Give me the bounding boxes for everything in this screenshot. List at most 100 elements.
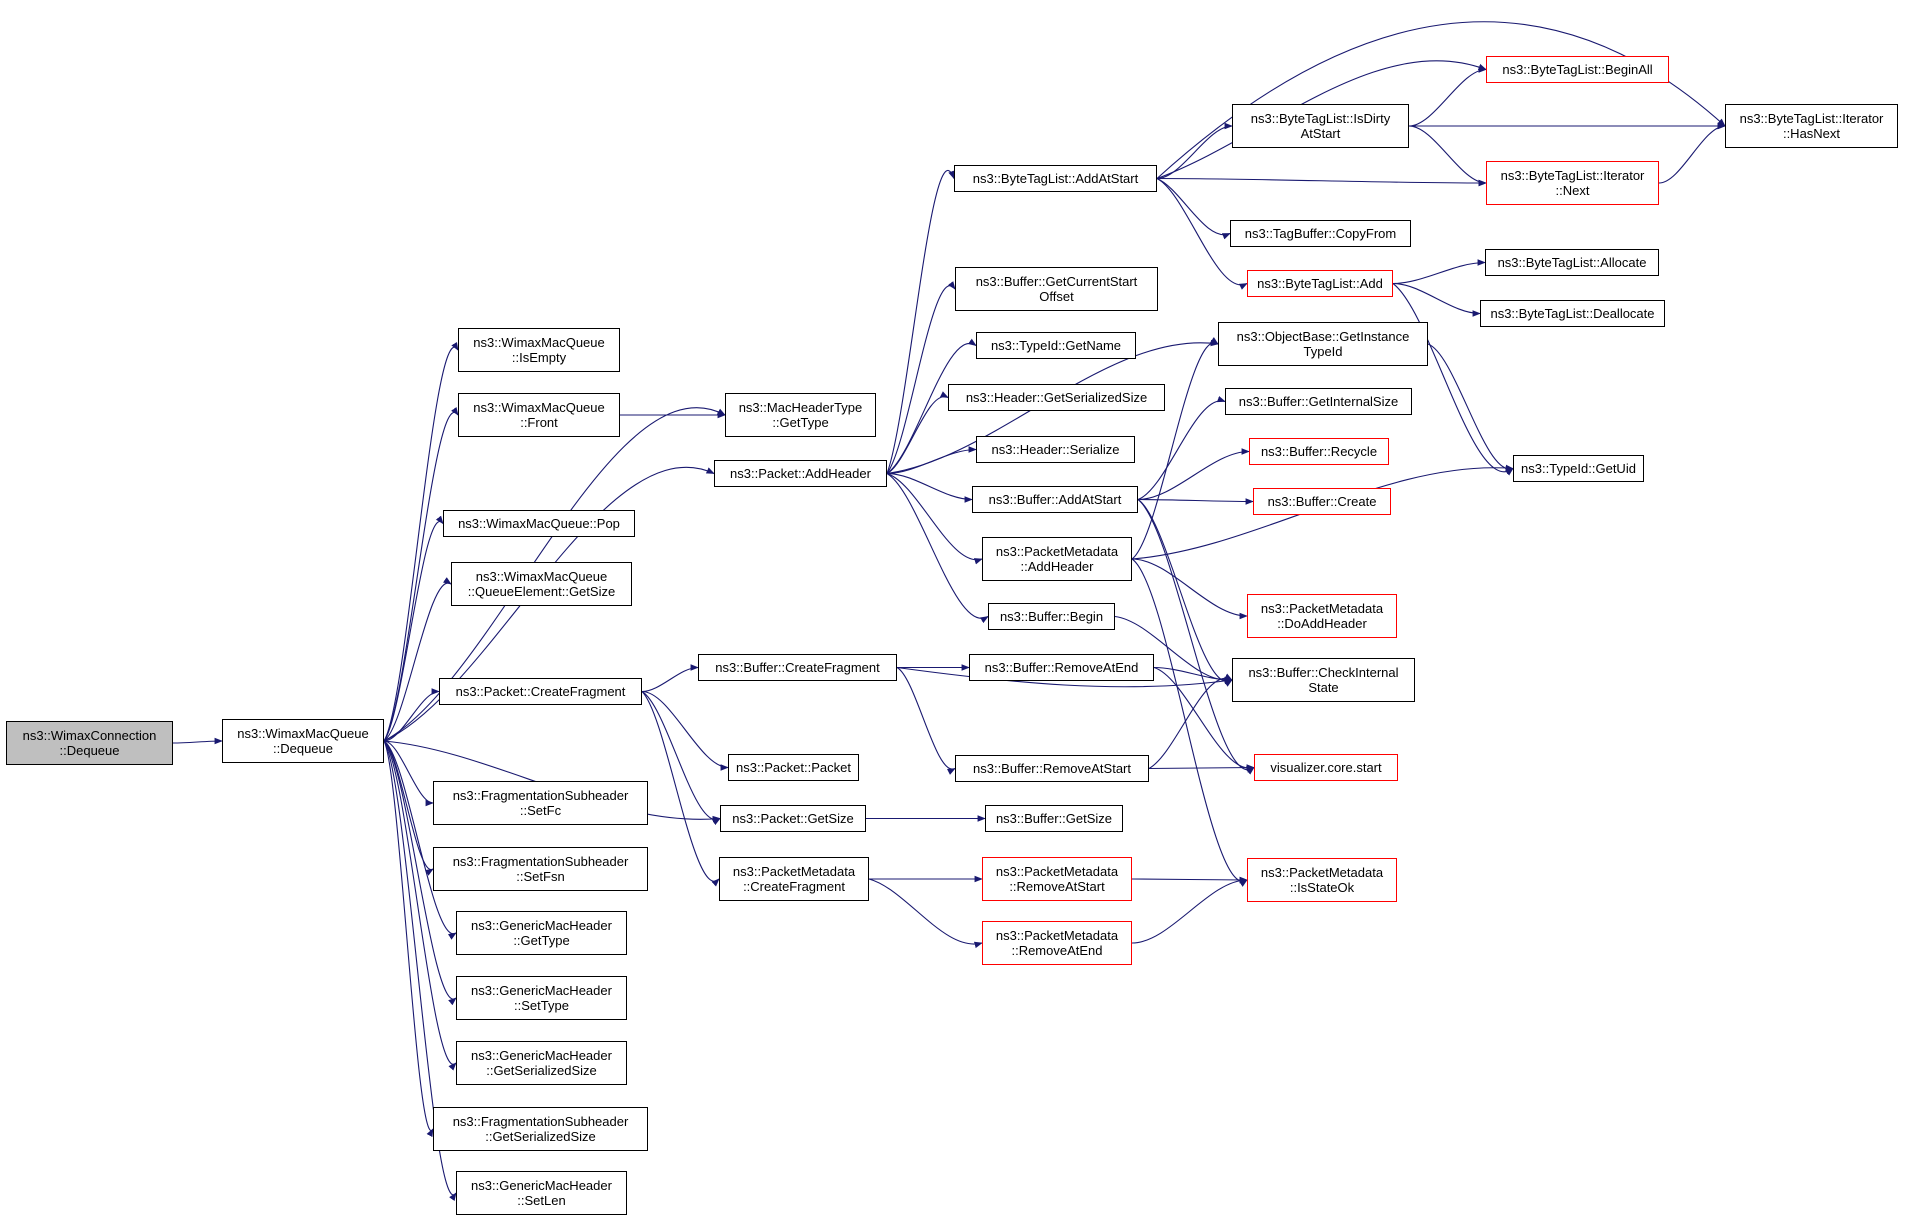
node-label-line: ::RemoveAtEnd <box>1011 943 1103 958</box>
node-label-line: ::Next <box>1555 183 1590 198</box>
graph-node-ns3-packetmetadata-removeatstart[interactable]: ns3::PacketMetadata::RemoveAtStart <box>982 857 1132 901</box>
graph-node-ns3-fragmentationsubheader-setfc[interactable]: ns3::FragmentationSubheader::SetFc <box>433 781 648 825</box>
graph-node-ns3-genericmacheader-gettype[interactable]: ns3::GenericMacHeader::GetType <box>456 911 627 955</box>
node-label-line: ::IsStateOk <box>1289 880 1355 895</box>
graph-node-ns3-bytetaglist-deallocate[interactable]: ns3::ByteTagList::Deallocate <box>1480 300 1665 327</box>
call-edge <box>1156 21 1726 179</box>
graph-node-ns3-packetmetadata-addheader[interactable]: ns3::PacketMetadata::AddHeader <box>982 537 1132 581</box>
call-edge <box>886 472 973 503</box>
graph-node-ns3-packetmetadata-createfragment[interactable]: ns3::PacketMetadata::CreateFragment <box>719 857 869 901</box>
graph-node-ns3-header-getserializedsize[interactable]: ns3::Header::GetSerializedSize <box>948 384 1165 411</box>
graph-node-ns3-bytetaglist-allocate[interactable]: ns3::ByteTagList::Allocate <box>1485 249 1659 276</box>
node-label-line: ns3::ByteTagList::BeginAll <box>1502 62 1653 77</box>
graph-node-ns3-header-serialize[interactable]: ns3::Header::Serialize <box>976 436 1135 463</box>
node-label-line: ns3::ByteTagList::Iterator <box>1739 111 1884 126</box>
graph-node-ns3-typeid-getname[interactable]: ns3::TypeId::GetName <box>976 332 1136 359</box>
graph-node-ns3-buffer-removeatstart[interactable]: ns3::Buffer::RemoveAtStart <box>955 755 1149 782</box>
graph-node-ns3-wimaxmacqueue-queueelement-getsize[interactable]: ns3::WimaxMacQueue::QueueElement::GetSiz… <box>451 562 632 606</box>
graph-node-ns3-tagbuffer-copyfrom[interactable]: ns3::TagBuffer::CopyFrom <box>1230 220 1411 247</box>
graph-node-ns3-wimaxmacqueue-front[interactable]: ns3::WimaxMacQueue::Front <box>458 393 620 437</box>
call-edge <box>1392 283 1514 476</box>
node-label-line: ns3::GenericMacHeader <box>471 1178 612 1193</box>
graph-node-ns3-wimaxmacqueue-pop[interactable]: ns3::WimaxMacQueue::Pop <box>443 510 635 537</box>
node-label-line: ns3::WimaxMacQueue <box>237 726 369 741</box>
call-edge <box>1131 876 1248 944</box>
node-label-line: ns3::WimaxMacQueue <box>475 569 608 584</box>
node-label-line: AtStart <box>1300 126 1341 141</box>
graph-node-ns3-packet-addheader[interactable]: ns3::Packet::AddHeader <box>714 460 887 487</box>
graph-node-ns3-wimaxmacqueue-isempty[interactable]: ns3::WimaxMacQueue::IsEmpty <box>458 328 620 372</box>
graph-node-ns3-buffer-begin[interactable]: ns3::Buffer::Begin <box>988 603 1115 630</box>
call-edge <box>1137 395 1226 501</box>
node-label-line: ns3::ByteTagList::AddAtStart <box>972 171 1139 186</box>
node-label-line: ::Dequeue <box>59 743 120 758</box>
node-label-line: ns3::Buffer::GetSize <box>995 811 1113 826</box>
call-edge <box>1156 177 1487 187</box>
node-label-line: ns3::Packet::AddHeader <box>730 466 871 481</box>
call-edge <box>383 740 434 807</box>
node-label-line: ns3::Buffer::CheckInternal <box>1248 665 1399 680</box>
graph-node-ns3-bytetaglist-iterator-hasnext[interactable]: ns3::ByteTagList::Iterator::HasNext <box>1725 104 1898 148</box>
call-edge <box>383 740 457 1006</box>
graph-node-ns3-bytetaglist-addatstart[interactable]: ns3::ByteTagList::AddAtStart <box>954 165 1157 192</box>
call-edge <box>383 515 444 742</box>
graph-node-ns3-macheadertype-gettype[interactable]: ns3::MacHeaderType::GetType <box>725 393 876 437</box>
call-edge <box>868 878 983 949</box>
node-label-line: ns3::ByteTagList::Allocate <box>1497 255 1647 270</box>
graph-node-visualizer-core-start[interactable]: visualizer.core.start <box>1254 754 1398 781</box>
graph-node-ns3-buffer-getinternalsize[interactable]: ns3::Buffer::GetInternalSize <box>1225 388 1412 415</box>
graph-node-ns3-packetmetadata-isstateok[interactable]: ns3::PacketMetadata::IsStateOk <box>1247 858 1397 902</box>
node-label-line: ::GetType <box>772 415 829 430</box>
graph-node-ns3-packetmetadata-doaddheader[interactable]: ns3::PacketMetadata::DoAddHeader <box>1247 594 1397 638</box>
node-label-line: State <box>1308 680 1339 695</box>
graph-node-ns3-packet-createfragment[interactable]: ns3::Packet::CreateFragment <box>439 678 642 705</box>
node-label-line: ::IsEmpty <box>511 350 567 365</box>
call-edge <box>383 688 440 742</box>
node-label-line: ns3::Packet::GetSize <box>732 811 854 826</box>
node-label-line: ns3::GenericMacHeader <box>471 918 612 933</box>
call-edge <box>1392 282 1481 317</box>
graph-node-ns3-genericmacheader-settype[interactable]: ns3::GenericMacHeader::SetType <box>456 976 627 1020</box>
graph-node-ns3-typeid-getuid[interactable]: ns3::TypeId::GetUid <box>1513 455 1644 482</box>
node-label-line: ::DoAddHeader <box>1277 616 1367 631</box>
graph-node-ns3-genericmacheader-setlen[interactable]: ns3::GenericMacHeader::SetLen <box>456 1171 627 1215</box>
graph-node-ns3-bytetaglist-iterator-next[interactable]: ns3::ByteTagList::Iterator::Next <box>1486 161 1659 205</box>
graph-node-ns3-buffer-getsize[interactable]: ns3::Buffer::GetSize <box>985 805 1123 832</box>
graph-node-ns3-genericmacheader-getserializedsize[interactable]: ns3::GenericMacHeader::GetSerializedSize <box>456 1041 627 1085</box>
node-label-line: ns3::Buffer::RemoveAtEnd <box>984 660 1139 675</box>
node-label-line: ns3::WimaxMacQueue <box>473 335 605 350</box>
graph-node-ns3-packet-packet[interactable]: ns3::Packet::Packet <box>728 754 859 781</box>
call-edge <box>1137 499 1233 687</box>
graph-node-ns3-bytetaglist-beginall[interactable]: ns3::ByteTagList::BeginAll <box>1486 56 1669 83</box>
graph-node-ns3-buffer-createfragment[interactable]: ns3::Buffer::CreateFragment <box>698 654 897 681</box>
graph-node-ns3-fragmentationsubheader-setfsn[interactable]: ns3::FragmentationSubheader::SetFsn <box>433 847 648 891</box>
graph-node-ns3-buffer-removeatend[interactable]: ns3::Buffer::RemoveAtEnd <box>969 654 1154 681</box>
call-edge <box>1408 125 1487 187</box>
node-label-line: ns3::ObjectBase::GetInstance <box>1236 329 1410 344</box>
graph-node-ns3-buffer-create[interactable]: ns3::Buffer::Create <box>1253 488 1391 515</box>
node-label-line: ns3::WimaxMacQueue <box>473 400 605 415</box>
node-label-line: ns3::PacketMetadata <box>732 864 856 879</box>
call-edge <box>886 391 949 474</box>
node-label-line: ns3::Header::GetSerializedSize <box>965 390 1148 405</box>
node-label-line: visualizer.core.start <box>1270 760 1382 775</box>
graph-node-ns3-buffer-recycle[interactable]: ns3::Buffer::Recycle <box>1249 438 1389 465</box>
graph-node-ns3-wimaxmacqueue-dequeue[interactable]: ns3::WimaxMacQueue::Dequeue <box>222 719 384 763</box>
call-edge <box>383 740 434 1138</box>
graph-node-ns3-buffer-addatstart[interactable]: ns3::Buffer::AddAtStart <box>972 486 1138 513</box>
graph-node-ns3-wimaxconnection-dequeue[interactable]: ns3::WimaxConnection::Dequeue <box>6 721 173 765</box>
node-label-line: ns3::Buffer::Create <box>1267 494 1377 509</box>
graph-node-ns3-packetmetadata-removeatend[interactable]: ns3::PacketMetadata::RemoveAtEnd <box>982 921 1132 965</box>
node-label-line: ns3::Buffer::AddAtStart <box>988 492 1122 507</box>
graph-node-ns3-bytetaglist-add[interactable]: ns3::ByteTagList::Add <box>1247 270 1393 297</box>
node-label-line: ns3::FragmentationSubheader <box>452 854 629 869</box>
graph-node-ns3-packet-getsize[interactable]: ns3::Packet::GetSize <box>720 805 866 832</box>
node-label-line: ns3::TypeId::GetUid <box>1521 461 1636 476</box>
graph-node-ns3-fragmentationsubheader-getserializedsize[interactable]: ns3::FragmentationSubheader::GetSerializ… <box>433 1107 648 1151</box>
node-label-line: ns3::PacketMetadata <box>995 864 1119 879</box>
